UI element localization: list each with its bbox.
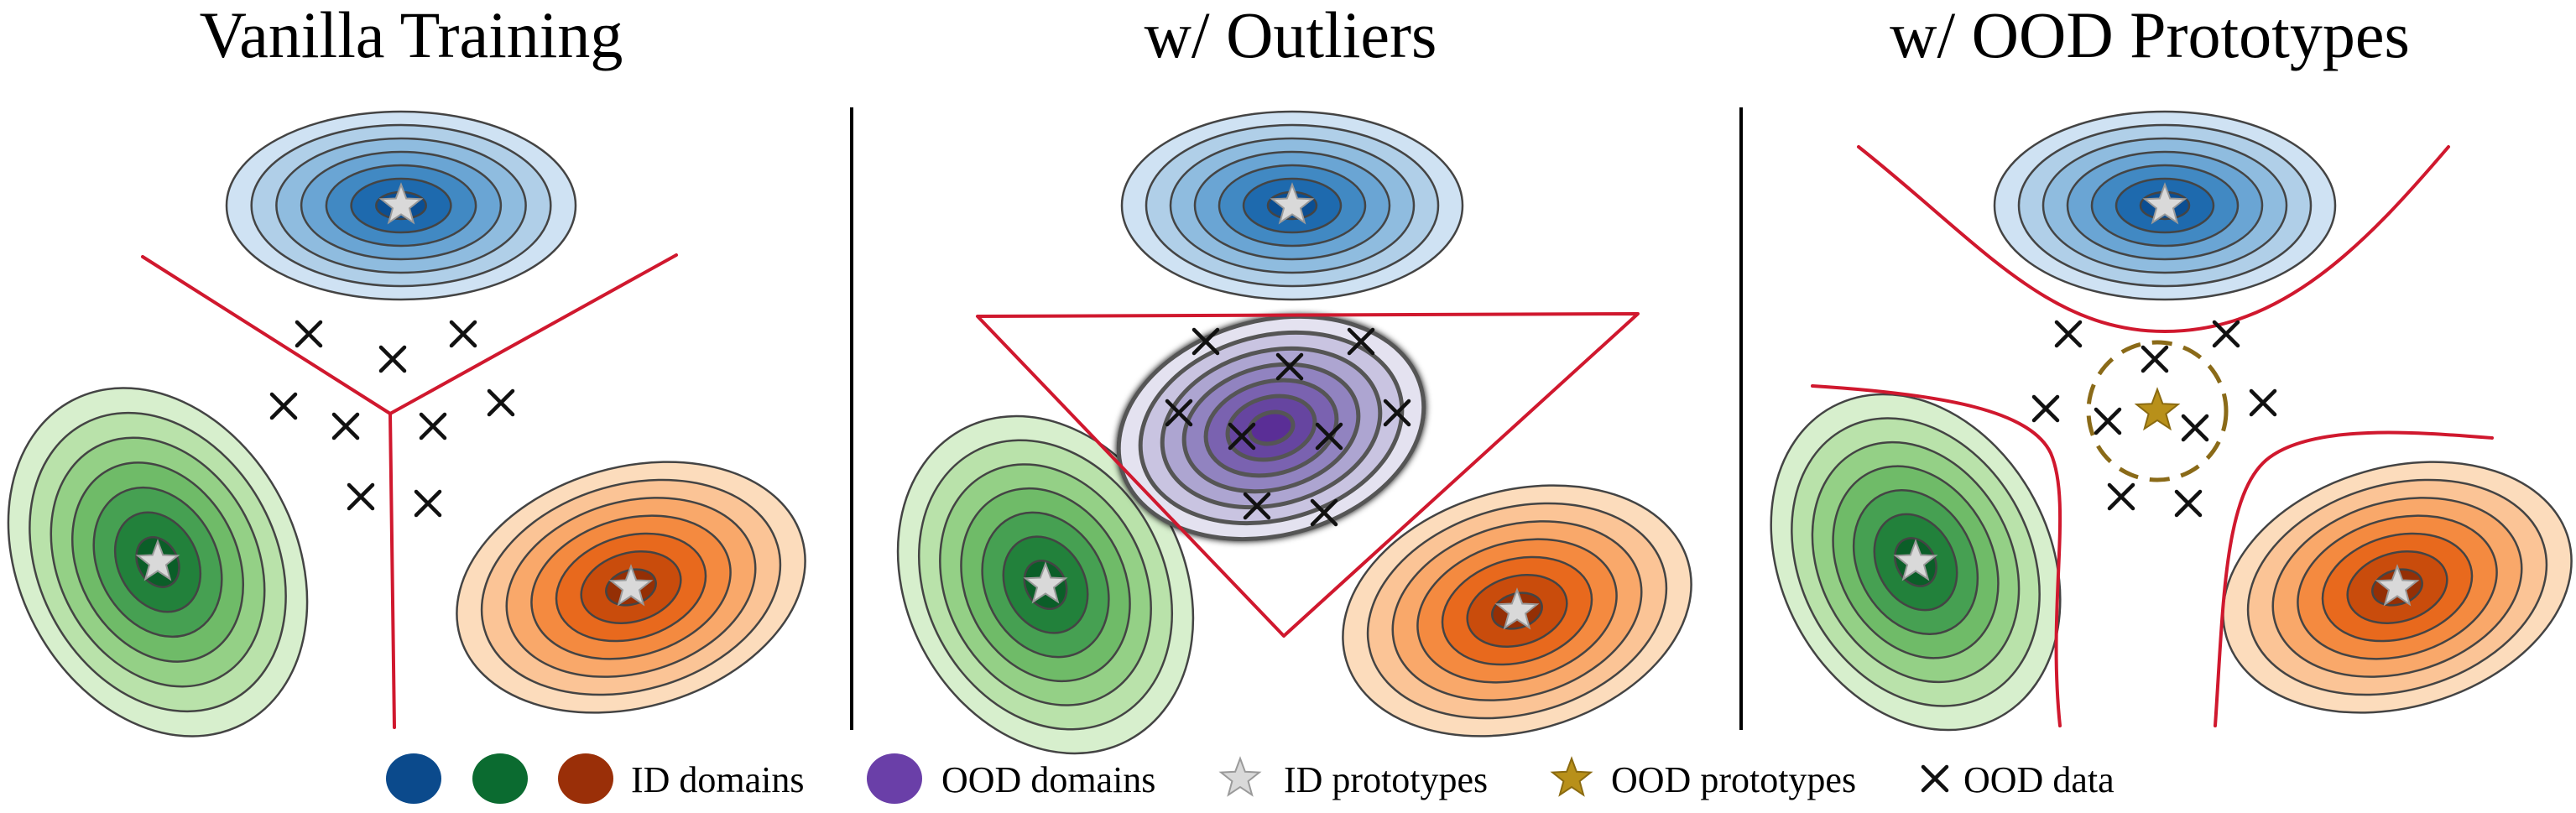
x-mark-icon (2094, 407, 2122, 435)
id-domain-orange (456, 461, 806, 714)
x-mark-icon (1243, 492, 1271, 520)
id-prototype-star-icon (1023, 561, 1068, 604)
panel-title-ood-prototypes: w/ OOD Prototypes (1890, 0, 2410, 71)
x-mark-icon (269, 392, 298, 420)
x-mark-icon (1347, 327, 1375, 356)
x-mark-icon (2141, 345, 2169, 373)
x-mark-icon (1192, 327, 1220, 356)
x-mark-icon (347, 482, 375, 511)
legend-id-domain-blue-swatch (386, 753, 441, 804)
x-mark-icon (2212, 320, 2240, 348)
outlier-boundary-triangle (976, 312, 1640, 638)
ood-domain-purple (1116, 314, 1426, 542)
panel-ood-prototypes (1770, 110, 2573, 732)
legend-ood-domain-swatch (867, 753, 922, 804)
legend-x-mark-icon (1921, 764, 1949, 793)
x-mark-icon (2107, 482, 2135, 511)
prototype-boundary-left (1811, 384, 2062, 727)
prototype-boundary-top (1857, 145, 2450, 333)
x-mark-icon (1228, 422, 1256, 451)
id-prototype-star-icon (378, 182, 424, 225)
legend-id-prototype-star-icon (1218, 756, 1262, 797)
id-prototype-star-icon (2375, 564, 2420, 607)
legend-ood-data-label: OOD data (1963, 759, 2115, 800)
id-prototype-star-icon (1893, 539, 1938, 581)
x-mark-icon (1315, 422, 1343, 451)
x-mark-icon (295, 320, 323, 348)
x-mark-icon (449, 320, 477, 348)
x-mark-icon (1383, 399, 1411, 427)
x-mark-icon (414, 489, 442, 518)
id-domain-green (7, 387, 309, 737)
ood-data-points (269, 320, 515, 518)
legend-ood-prototype-star-icon (1550, 756, 1593, 797)
x-mark-icon (487, 388, 515, 417)
ood-data-points (1165, 327, 1411, 527)
panel-outliers (896, 110, 1692, 755)
legend: ID domains OOD domains ID prototypes OOD… (386, 753, 2115, 804)
decision-boundary (388, 412, 396, 729)
legend-id-domain-green-swatch (472, 753, 528, 804)
ood-data-points (2031, 320, 2277, 518)
x-mark-icon (1275, 352, 1304, 381)
id-prototype-star-icon (135, 539, 180, 581)
panel-title-outliers: w/ Outliers (1145, 0, 1437, 71)
legend-id-domains-label: ID domains (631, 759, 805, 800)
x-mark-icon (419, 412, 447, 440)
x-mark-icon (2054, 320, 2083, 348)
x-mark-icon (1165, 399, 1193, 427)
panel-title-vanilla: Vanilla Training (200, 0, 623, 71)
ood-prototype-ring (2086, 340, 2229, 482)
legend-ood-domains-label: OOD domains (941, 759, 1155, 800)
legend-id-prototypes-label: ID prototypes (1284, 759, 1488, 800)
ood-prototype-star-icon (2134, 387, 2181, 431)
x-mark-icon (2031, 394, 2060, 423)
x-mark-icon (2174, 489, 2203, 518)
id-prototype-star-icon (1270, 182, 1315, 225)
x-mark-icon (2181, 414, 2209, 442)
legend-ood-prototypes-label: OOD prototypes (1611, 759, 1856, 800)
x-mark-icon (378, 345, 407, 373)
x-mark-icon (331, 412, 360, 440)
id-prototype-star-icon (1494, 587, 1540, 630)
panel-vanilla (7, 110, 806, 737)
x-mark-icon (2249, 388, 2277, 417)
contour-ring (1247, 409, 1296, 446)
x-mark-icon (1921, 764, 1949, 793)
id-prototype-star-icon (608, 564, 654, 607)
x-mark-icon (1310, 498, 1338, 527)
prototype-boundary-right (2214, 430, 2494, 727)
legend-id-domain-orange-swatch (558, 753, 613, 804)
id-prototype-star-icon (2142, 182, 2188, 225)
